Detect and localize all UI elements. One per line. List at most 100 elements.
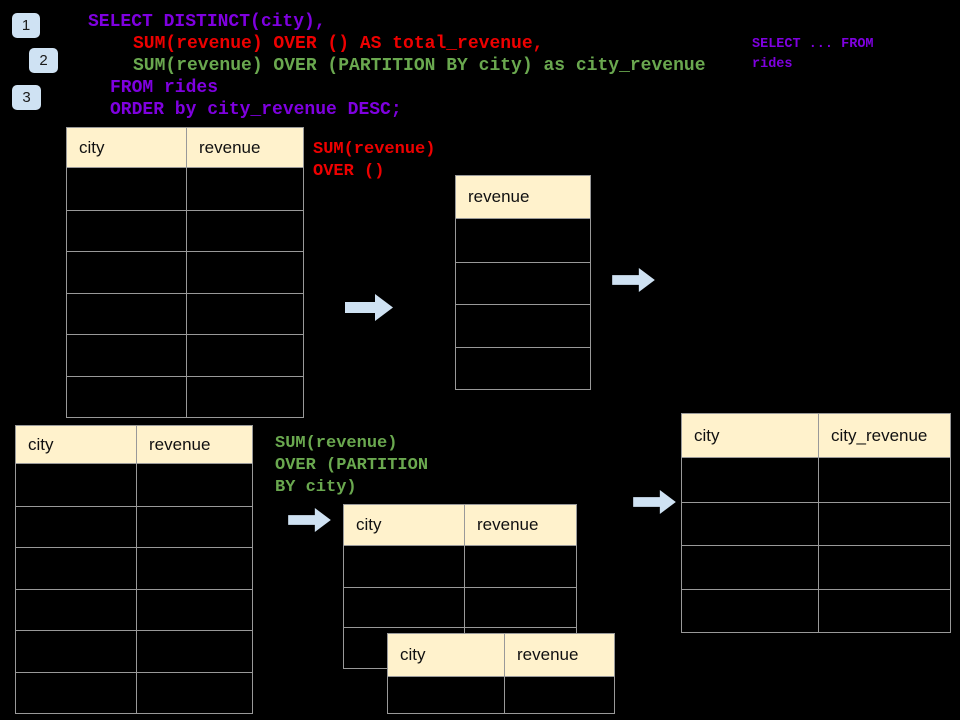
table-cell: [136, 589, 252, 630]
column-header-revenue: revenue: [136, 426, 252, 463]
table-row: [16, 547, 252, 589]
table-cell: [136, 672, 252, 713]
table-cell: [818, 502, 950, 545]
table-cell: [456, 348, 590, 390]
table-cell: [186, 252, 303, 293]
step-badge-1-label: 1: [21, 17, 31, 34]
step-badge-1: 1: [12, 13, 40, 38]
annotation-partition-line2: OVER (PARTITION: [275, 456, 429, 475]
table-partition-mid: city revenue: [343, 504, 577, 669]
step-badge-2-label: 2: [39, 52, 48, 69]
table-cell: [818, 458, 950, 502]
column-header-revenue: revenue: [186, 128, 303, 167]
table-cell: [136, 631, 252, 672]
table-row: [67, 334, 303, 376]
table-header-row: city city_revenue: [682, 414, 950, 458]
sql-line-partition: SUM(revenue) OVER (PARTITION BY city) as…: [133, 56, 706, 76]
sql-line-order: ORDER by city_revenue DESC;: [110, 100, 402, 120]
table-cell: [464, 587, 576, 627]
annotation-total-line2: OVER (): [313, 162, 385, 181]
select-from-note: SELECT ... FROM rides: [752, 35, 874, 75]
table-cell: [67, 335, 186, 376]
table-row: [682, 458, 950, 502]
table-result-right: city city_revenue: [681, 413, 951, 633]
table-row: [456, 346, 590, 390]
sql-line-sum-over: SUM(revenue) OVER () AS total_revenue,: [133, 34, 544, 54]
annotation-partition-line3: BY city): [275, 478, 357, 497]
table-cell: [682, 546, 818, 589]
table-row: [67, 168, 303, 210]
arrow-right-icon: [632, 490, 677, 514]
table-cell: [67, 211, 186, 252]
column-header-city: city: [400, 645, 426, 664]
step-badge-2: 2: [29, 48, 58, 73]
annotation-partition-line1: SUM(revenue): [275, 434, 398, 453]
table-cell: [344, 546, 464, 587]
table-cell: [67, 252, 186, 293]
table-cell: [136, 464, 252, 506]
table-header-row: city revenue: [67, 128, 303, 168]
table-cell: [504, 677, 614, 713]
table-cell: [16, 548, 136, 589]
table-cell: [136, 548, 252, 589]
table-cell: [464, 546, 576, 587]
arrow-right-icon: [345, 294, 393, 321]
table-body: [682, 458, 950, 632]
table-row: [16, 505, 252, 548]
table-cell: [16, 631, 136, 672]
table-row: [16, 630, 252, 672]
table-header-row: city revenue: [344, 505, 576, 546]
table-cell: [136, 506, 252, 547]
table-row: [344, 546, 576, 587]
table-row: [16, 671, 252, 714]
table-source-bottom: city revenue: [15, 425, 253, 714]
table-cell: [186, 293, 303, 334]
table-cell: [16, 590, 136, 631]
table-cell: [818, 589, 950, 632]
table-row: [16, 588, 252, 631]
table-row: [16, 464, 252, 506]
table-row: [456, 219, 590, 262]
sql-query-code: SELECT DISTINCT(city), SUM(revenue) OVER…: [88, 11, 706, 121]
step-badge-3: 3: [12, 85, 41, 110]
table-cell: [16, 507, 136, 548]
column-header-city: city: [694, 425, 720, 445]
table-cell: [682, 503, 818, 546]
table-cell: [344, 588, 464, 628]
column-header-revenue: revenue: [468, 187, 530, 206]
table-cell: [388, 677, 504, 713]
table-cell: [186, 376, 303, 417]
table-cell: [186, 335, 303, 376]
table-cell: [456, 219, 590, 262]
table-partition-overlap: city revenue: [387, 633, 615, 714]
table-row: [388, 677, 614, 713]
table-row: [67, 251, 303, 293]
column-header-city: city: [356, 515, 382, 534]
table-row: [67, 375, 303, 418]
column-header-revenue: revenue: [504, 634, 614, 676]
column-header-revenue: revenue: [464, 505, 576, 545]
table-header-row: city revenue: [16, 426, 252, 464]
step-badge-3-label: 3: [22, 89, 31, 106]
table-cell: [67, 377, 186, 418]
table-cell: [16, 673, 136, 714]
table-header-row: revenue: [456, 176, 590, 219]
table-body: [456, 219, 590, 389]
select-from-note-line2: rides: [752, 57, 793, 72]
arrow-right-icon: [288, 508, 331, 532]
sql-line-select: SELECT DISTINCT(city),: [88, 12, 326, 32]
arrow-right-icon: [611, 268, 656, 292]
table-cell: [186, 210, 303, 251]
column-header-city: city: [79, 137, 105, 157]
sql-line-from: FROM rides: [110, 78, 219, 98]
table-cell: [67, 294, 186, 335]
annotation-total-line1: SUM(revenue): [313, 140, 436, 159]
table-cell: [682, 590, 818, 633]
table-row: [456, 304, 590, 347]
table-cell: [67, 168, 186, 210]
table-row: [67, 209, 303, 252]
table-cell: [456, 305, 590, 347]
table-cell: [818, 546, 950, 589]
column-header-city-revenue: city_revenue: [818, 414, 950, 457]
